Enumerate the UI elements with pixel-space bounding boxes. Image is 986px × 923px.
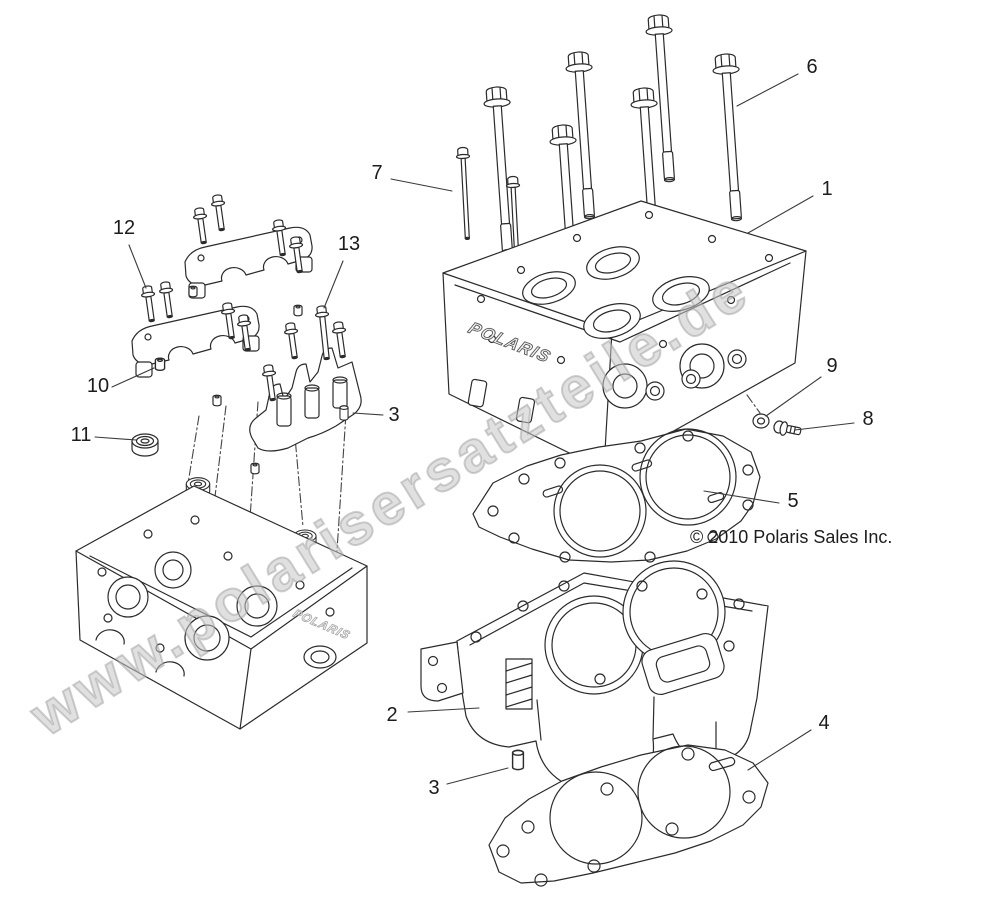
cam-cap-bolt <box>191 206 211 246</box>
head-gasket <box>472 428 761 563</box>
callout-11-leader <box>94 436 137 441</box>
cylinder-head-alt-view: POLARIS <box>75 485 368 730</box>
water-jacket-hatch <box>505 658 533 710</box>
cam-cap-bolt <box>282 321 302 361</box>
callout-9-label: 9 <box>826 355 837 377</box>
copyright-notice: © 2010 Polaris Sales Inc. <box>690 527 893 547</box>
cam-carrier <box>249 347 362 452</box>
dowel-pin <box>511 749 525 771</box>
tappet-bucket <box>131 433 159 457</box>
flange-nut <box>250 462 260 475</box>
flange-nut <box>188 285 198 298</box>
callout-1-leader <box>747 195 814 234</box>
cam-cap-cluster <box>131 193 362 550</box>
dowel-pin <box>154 357 166 372</box>
cam-cap-bolt <box>330 320 350 360</box>
callout-10-leader <box>111 367 155 388</box>
callout-12-leader <box>128 244 147 289</box>
dowel-pin <box>339 405 349 421</box>
callout-12-label: 12 <box>113 217 135 239</box>
callout-13-leader <box>323 260 344 309</box>
callout-13-label: 13 <box>338 233 360 255</box>
washer <box>752 413 770 429</box>
callout-11-label: 11 <box>71 424 92 446</box>
callout-5-label: 5 <box>787 490 798 512</box>
callout-3-leader <box>352 412 384 416</box>
callout-6-label: 6 <box>806 56 817 78</box>
callout-8-leader <box>794 422 855 431</box>
callout-10-label: 10 <box>87 375 109 397</box>
callouts: 1 2 3 3 4 5 6 7 8 9 10 11 12 13 <box>71 56 874 799</box>
callout-8-label: 8 <box>862 408 873 430</box>
head-bolt <box>711 52 751 223</box>
callout-6-leader <box>736 73 799 107</box>
callout-4-label: 4 <box>818 712 829 734</box>
callout-9-leader <box>765 376 822 417</box>
cam-cap-bolt <box>139 284 159 324</box>
flange-bolt <box>773 420 802 436</box>
callout-3b-label: 3 <box>428 777 439 799</box>
base-gasket <box>488 744 769 887</box>
cam-cap-bolt <box>209 193 229 233</box>
callout-7-leader <box>390 178 453 192</box>
stud-bolt <box>455 146 475 241</box>
callout-2-label: 2 <box>386 704 397 726</box>
cylinder-head: POLARIS <box>442 200 807 471</box>
callout-3-label: 3 <box>388 404 399 426</box>
cam-cap-bolt <box>157 280 177 320</box>
callout-1-label: 1 <box>821 178 832 200</box>
flange-nut <box>212 394 222 407</box>
flange-nut <box>293 304 303 317</box>
callout-7-label: 7 <box>371 162 382 184</box>
callout-4-leader <box>747 729 812 771</box>
callout-3b-leader <box>446 767 509 785</box>
callout-2-leader <box>407 707 480 713</box>
callout-5-leader <box>703 490 780 504</box>
